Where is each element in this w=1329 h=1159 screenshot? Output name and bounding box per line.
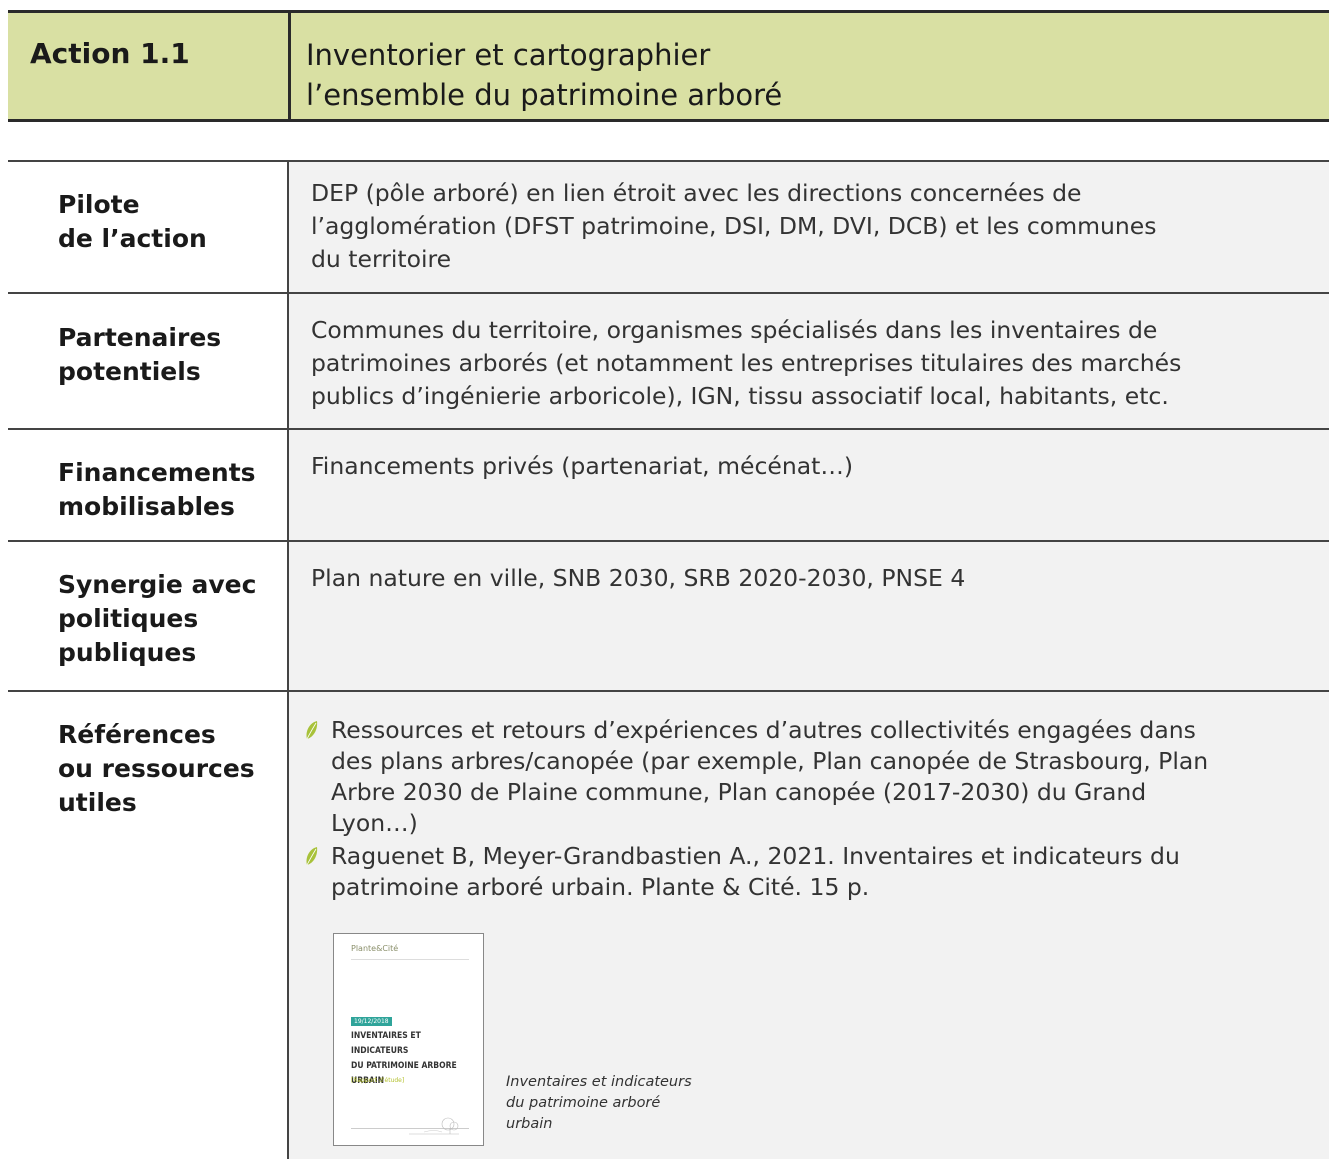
label-line: mobilisables [58,492,235,521]
content-line: Communes du territoire, organismes spéci… [311,316,1158,344]
row-separator [8,540,1329,542]
list-item: Ressources et retours d’expériences d’au… [305,715,1317,839]
cover-logo: Plante&Cité [351,944,399,953]
row-label-pilote: Pilote de l’action [58,188,207,256]
row-separator [8,292,1329,294]
row-content-synergie: Plan nature en ville, SNB 2030, SRB 2020… [311,562,1316,595]
cover-bottom-line [351,1128,469,1129]
bullet-line: Lyon…) [331,809,418,837]
content-line: DEP (pôle arboré) en lien étroit avec le… [311,179,1082,207]
label-line: Financements [58,458,256,487]
row-content-financements: Financements privés (partenariat, mécéna… [311,450,1316,483]
cover-caption: Inventaires et indicateurs du patrimoine… [506,1072,692,1135]
row-label-partenaires: Partenaires potentiels [58,321,221,389]
column-divider [287,160,289,1159]
tree-sketch-icon [409,1117,459,1135]
label-line: Synergie avec [58,570,257,599]
bullet-line: Ressources et retours d’expériences d’au… [331,716,1196,744]
content-line: Plan nature en ville, SNB 2030, SRB 2020… [311,564,966,592]
label-line: politiques [58,604,199,633]
caption-line: du patrimoine arboré [506,1095,661,1111]
bullet-line: Arbre 2030 de Plaine commune, Plan canop… [331,778,1147,806]
action-title-line-2: l’ensemble du patrimoine arboré [306,78,783,112]
cover-divider [351,959,469,960]
label-line: utiles [58,788,137,817]
cover-title: INVENTAIRES ET INDICATEURS DU PATRIMOINE… [351,1029,476,1089]
caption-line: Inventaires et indicateurs [506,1074,692,1090]
content-line: patrimoines arborés (et notamment les en… [311,349,1182,377]
bullet-line: patrimoine arboré urbain. Plante & Cité.… [331,873,870,901]
content-line: du territoire [311,245,452,273]
row-label-financements: Financements mobilisables [58,456,256,524]
action-number: Action 1.1 [30,37,190,70]
row-label-synergie: Synergie avec politiques publiques [58,568,256,670]
list-item: Raguenet B, Meyer-Grandbastien A., 2021.… [305,841,1317,903]
label-column-background [8,160,287,1159]
row-content-pilote: DEP (pôle arboré) en lien étroit avec le… [311,177,1316,276]
label-line: ou ressources [58,754,255,783]
bullet-line: des plans arbres/canopée (par exemple, P… [331,747,1209,775]
content-line: Financements privés (partenariat, mécéna… [311,452,854,480]
references-list: Ressources et retours d’expériences d’au… [305,715,1317,905]
label-line: publiques [58,638,197,667]
header-divider [288,13,291,119]
bullet-line: Raguenet B, Meyer-Grandbastien A., 2021.… [331,842,1180,870]
leaf-icon [306,721,318,740]
report-cover-thumbnail[interactable]: Plante&Cité 19/12/2018 INVENTAIRES ET IN… [333,933,484,1146]
cover-title-line: DU PATRIMOINE ARBORE [351,1061,457,1071]
label-line: potentiels [58,357,201,386]
label-line: de l’action [58,224,207,253]
cover-title-line: URBAIN [351,1076,385,1086]
row-separator [8,690,1329,692]
label-line: Pilote [58,190,140,219]
cover-subtitle: [Rapport d'étude] [351,1077,405,1084]
cover-date-badge: 19/12/2018 [351,1017,392,1026]
action-title-line-1: Inventorier et cartographier [306,38,711,72]
action-title: Inventorier et cartographier l’ensemble … [306,35,782,115]
content-line: publics d’ingénierie arboricole), IGN, t… [311,382,1169,410]
leaf-icon [306,847,318,866]
table-top-border [8,160,1329,162]
action-header: Action 1.1 Inventorier et cartographier … [8,10,1329,122]
label-line: Partenaires [58,323,222,352]
cover-title-line: INVENTAIRES ET INDICATEURS [351,1031,421,1056]
caption-line: urbain [506,1116,553,1132]
label-line: Références [58,720,216,749]
row-content-partenaires: Communes du territoire, organismes spéci… [311,314,1316,413]
row-label-references: Références ou ressources utiles [58,718,255,820]
content-line: l’agglomération (DFST patrimoine, DSI, D… [311,212,1157,240]
row-separator [8,428,1329,430]
